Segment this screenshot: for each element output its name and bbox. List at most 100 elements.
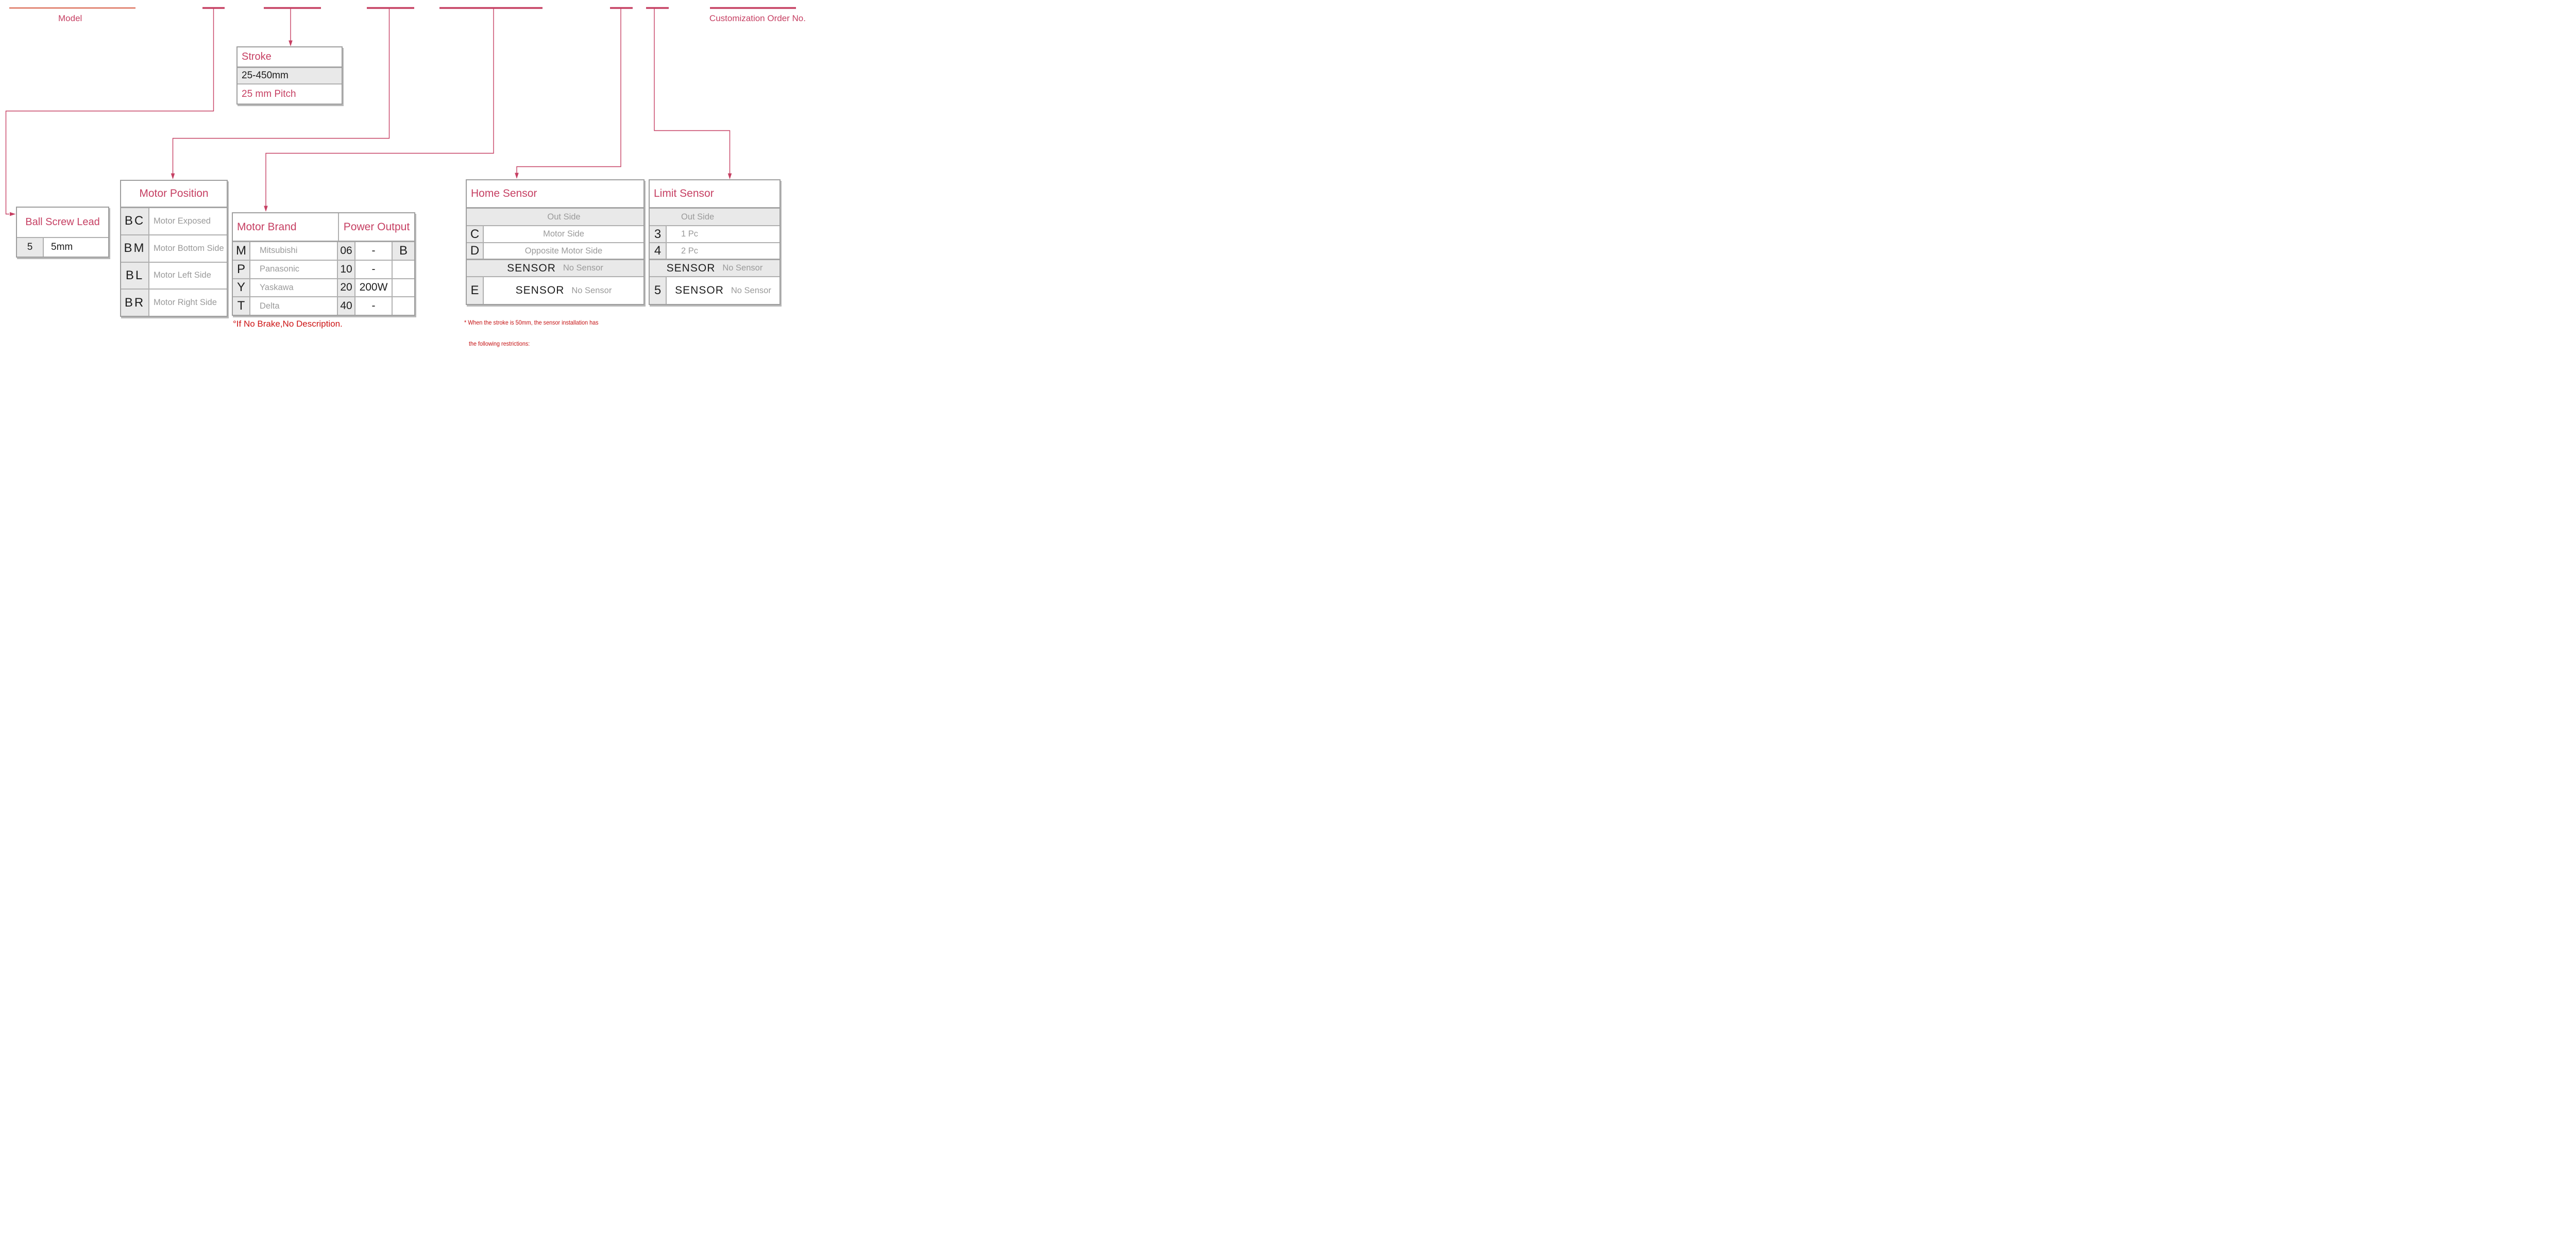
note-line: * When the stroke is 50mm, the sensor in… (464, 319, 599, 326)
mb-power-code: 20 (338, 279, 355, 297)
table-row: BL Motor Left Side (121, 262, 227, 290)
stroke-range: 25-450mm (242, 70, 289, 81)
ls-code: 4 (650, 243, 667, 259)
arrow-motor-position (171, 173, 175, 179)
line-to-motor-position (172, 9, 390, 174)
mb-code: P (233, 260, 250, 278)
table-row: SENSOR No Sensor (650, 260, 779, 277)
hs-sensor-word: SENSOR (507, 262, 556, 274)
stroke-pitch: 25 mm Pitch (242, 88, 296, 99)
table-row: P Panasonic 10 - (233, 260, 414, 279)
motor-brand-box: Motor Brand Power Output M Mitsubishi 06… (232, 212, 415, 316)
mb-code: Y (233, 279, 250, 297)
mp-label: Motor Left Side (154, 270, 211, 280)
mp-label: Motor Bottom Side (154, 243, 224, 253)
arrow-home-sensor (515, 173, 519, 179)
mp-code: BL (121, 262, 149, 289)
limit-sensor-box: Limit Sensor Out Side 3 1 Pc 4 2 Pc SENS… (649, 179, 781, 305)
mb-power-value: 200W (355, 279, 393, 297)
arrow-limit-sensor (727, 173, 732, 179)
mb-brake (393, 297, 414, 315)
motor-brand-title: Motor Brand (233, 213, 339, 241)
hs-label: Opposite Motor Side (524, 246, 603, 256)
table-row: 5 SENSOR No Sensor (650, 277, 779, 304)
arrow-ball-screw (10, 212, 16, 216)
hs-code: D (467, 243, 484, 259)
ls-code: 3 (650, 226, 667, 242)
customization-order-label: Customization Order No. (709, 13, 806, 23)
power-output-title: Power Output (343, 221, 410, 233)
arrow-motor-brand (264, 206, 268, 212)
mb-brake: B (393, 242, 414, 260)
hs-code: C (467, 226, 484, 242)
ls-sensor-word: SENSOR (666, 262, 716, 274)
mb-brake (393, 261, 414, 278)
hs-code: E (467, 277, 484, 304)
mb-name: Panasonic (250, 260, 338, 278)
table-row: T Delta 40 - (233, 297, 414, 315)
mb-brake (393, 279, 414, 297)
ls-label: 1 Pc (681, 229, 699, 239)
limit-sensor-title: Limit Sensor (654, 188, 714, 199)
table-row: SENSOR No Sensor (467, 260, 643, 277)
ls-no-sensor: No Sensor (731, 285, 771, 295)
mb-code: M (233, 242, 250, 260)
line-to-limit-sensor (654, 9, 731, 174)
mp-label: Motor Exposed (154, 216, 211, 226)
line-to-motor-brand (265, 9, 494, 206)
home-outside: Out Side (547, 212, 581, 222)
ball-screw-lead-value: 5mm (51, 242, 73, 252)
mb-power-code: 06 (338, 242, 355, 260)
mb-name: Delta (250, 297, 338, 315)
table-row: Y Yaskawa 20 200W (233, 279, 414, 298)
mp-code: BM (121, 235, 149, 262)
connector-lines (5, 7, 796, 216)
motor-position-title: Motor Position (139, 188, 209, 199)
mb-power-code: 10 (338, 260, 355, 278)
hs-label: Motor Side (543, 229, 584, 239)
line-to-ball-screw (5, 9, 214, 215)
no-brake-note: °If No Brake,No Description. (233, 319, 343, 329)
mb-power-value: - (355, 242, 393, 260)
table-row: BC Motor Exposed (121, 208, 227, 235)
home-sensor-title: Home Sensor (471, 188, 537, 199)
home-sensor-box: Home Sensor Out Side C Motor Side D Oppo… (466, 179, 645, 305)
hs-no-sensor: No Sensor (571, 285, 612, 295)
table-row: 4 2 Pc (650, 243, 779, 260)
arrow-stroke (289, 40, 293, 46)
mb-name: Mitsubishi (250, 242, 338, 260)
mp-label: Motor Right Side (154, 298, 217, 308)
table-row: C Motor Side (467, 226, 643, 243)
table-row: E SENSOR No Sensor (467, 277, 643, 304)
ls-code: 5 (650, 277, 667, 304)
table-row: 3 1 Pc (650, 226, 779, 243)
ls-label: 2 Pc (681, 246, 699, 256)
mp-code: BR (121, 290, 149, 316)
stroke-title: Stroke (242, 51, 272, 62)
sensor-restriction-note: * When the stroke is 50mm, the sensor in… (464, 306, 609, 361)
mb-power-value: - (355, 260, 393, 278)
ls-sensor-word: SENSOR (675, 284, 724, 296)
table-row: M Mitsubishi 06 - B (233, 242, 414, 261)
ordering-code-diagram: Model Customization Order No. Stroke 25-… (0, 0, 808, 361)
ls-outside: Out Side (681, 212, 715, 222)
table-row: BM Motor Bottom Side (121, 235, 227, 263)
note-line: the following restrictions: (469, 340, 530, 347)
hs-sensor-word: SENSOR (515, 284, 565, 296)
mb-power-value: - (355, 297, 393, 315)
mb-code: T (233, 297, 250, 315)
ball-screw-lead-title: Ball Screw Lead (25, 216, 100, 228)
stroke-box: Stroke 25-450mm 25 mm Pitch (236, 46, 343, 105)
mp-code: BC (121, 208, 149, 234)
table-row: BR Motor Right Side (121, 290, 227, 316)
model-label: Model (58, 13, 82, 23)
motor-position-box: Motor Position BC Motor Exposed BM Motor… (120, 180, 228, 317)
line-to-home-sensor (516, 9, 621, 173)
ball-screw-lead-box: Ball Screw Lead 5 5mm (16, 207, 109, 258)
ball-screw-lead-code: 5 (17, 238, 44, 257)
mb-power-code: 40 (338, 297, 355, 315)
hs-no-sensor: No Sensor (563, 263, 603, 273)
mb-name: Yaskawa (250, 279, 338, 297)
ls-no-sensor: No Sensor (722, 263, 763, 273)
table-row: D Opposite Motor Side (467, 243, 643, 260)
